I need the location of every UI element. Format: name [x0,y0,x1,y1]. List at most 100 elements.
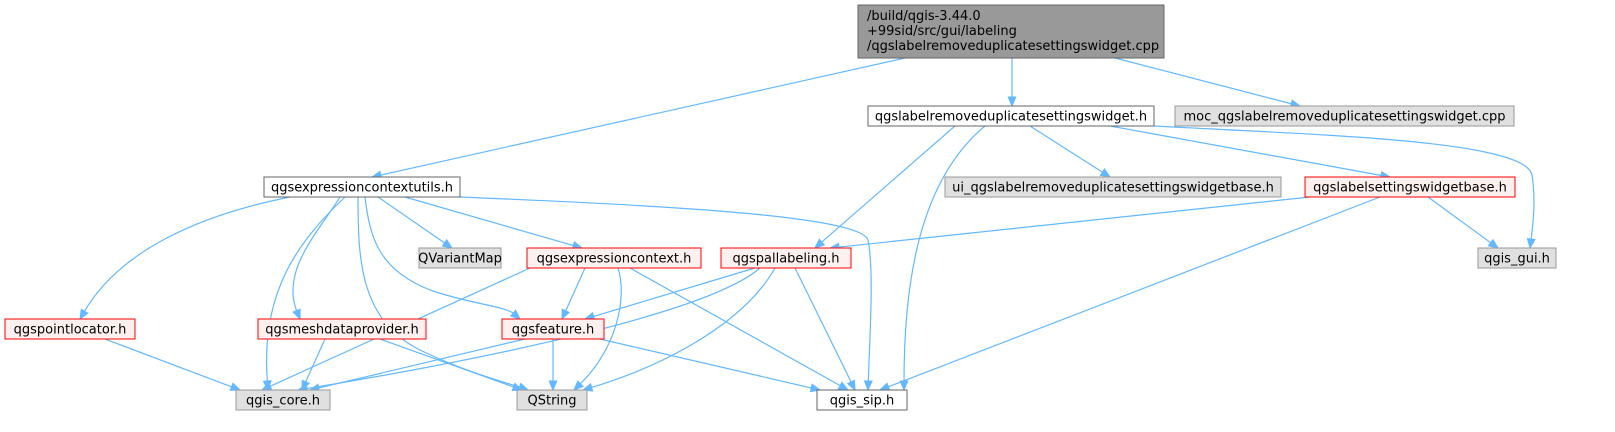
node-label: qgis_core.h [246,394,320,409]
node-qgis-gui-h[interactable]: qgis_gui.h [1477,247,1557,269]
node-qgis-core-h[interactable]: qgis_core.h [235,389,331,411]
edge-line [459,196,872,383]
node-qstring[interactable]: QString [516,389,588,411]
edge-pointlocator_h-to-qgis_core_h [104,338,242,391]
edge-exprctxutils_h-to-qgis_sip_h [459,196,873,392]
edge-arrowhead [1526,237,1536,250]
edge-arrowhead [581,382,594,392]
edge-line [629,267,842,387]
edge-arrowhead [301,379,311,392]
node-label: +99sid/src/gui/labeling [867,24,1017,39]
edge-line [1427,196,1492,244]
node-box [720,247,852,269]
edge-line [304,338,326,383]
edge-line [592,267,756,318]
edge-line [1109,125,1383,177]
edge-line [1029,125,1104,174]
edge-line [1114,57,1293,105]
edge-arrowhead [561,308,571,321]
node-box [263,176,461,198]
edge-exprctxutils_h-to-qvariantmap [377,196,454,249]
edge-root-to-exprctxutils_h [370,57,906,180]
edge-labelsettingsbase_h-to-pallabeling_h [828,196,1311,252]
node-root[interactable]: /build/qgis-3.44.0+99sid/src/gui/labelin… [857,4,1165,59]
edge-arrowhead [837,381,850,391]
node-box [257,318,427,340]
edge-line [1153,125,1535,241]
node-label: moc_qgslabelremoveduplicatesettingswidge… [1184,110,1506,125]
node-label: qgis_sip.h [830,394,894,409]
edge-labelsettingsbase_h-to-qgis_gui_h [1427,196,1500,249]
edge-line [83,196,291,313]
node-box [944,176,1282,198]
edge-line [364,196,515,315]
edge-line [379,57,906,176]
node-label: QString [527,394,576,409]
edge-exprctx_h-to-qgis_sip_h [629,267,850,391]
node-layer: /build/qgis-3.44.0+99sid/src/gui/labelin… [4,4,1557,411]
edge-line [887,196,1381,388]
node-pointlocator-h[interactable]: qgspointlocator.h [4,318,136,340]
edge-widget_h-to-ui_base_h [1029,125,1112,178]
edge-arrowhead [1487,238,1500,249]
edge-line [820,125,956,244]
node-label: QVariantMap [418,252,502,267]
node-meshdataprovider-h[interactable]: qgsmeshdataprovider.h [257,318,427,340]
edge-widget_h-to-qgis_gui_h [1153,125,1536,250]
edge-line [837,196,1311,248]
edge-pallabeling_h-to-qstring [581,267,776,392]
node-box [526,247,702,269]
edge-meshdataprovider_h-to-qgis_core_h [301,338,326,392]
node-feature-h[interactable]: qgsfeature.h [501,318,605,340]
edge-pallabeling_h-to-feature_h [583,267,756,321]
edge-exprctxutils_h-to-exprctx_h [404,196,584,250]
node-widget-h[interactable]: qgslabelremoveduplicatesettingswidget.h [867,105,1155,127]
edge-arrowhead [79,308,89,321]
edge-exprctx_h-to-feature_h [561,267,586,321]
node-box [1477,247,1557,269]
edge-arrowhead [573,380,584,391]
node-box [235,389,331,411]
edge-exprctxutils_h-to-meshdataprovider_h [292,196,341,321]
edge-line [599,338,813,389]
node-label: qgsmeshdataprovider.h [265,323,419,338]
node-pallabeling-h[interactable]: qgspallabeling.h [720,247,852,269]
edge-line [265,196,346,383]
node-label: qgsfeature.h [512,323,595,338]
node-exprctx-h[interactable]: qgsexpressioncontext.h [526,247,702,269]
edge-line [404,196,575,247]
node-label: qgis_gui.h [1484,252,1550,267]
node-moc-cpp[interactable]: moc_qgslabelremoveduplicatesettingswidge… [1174,105,1515,127]
node-labelsettingsbase-h[interactable]: qgslabelsettingswidgetbase.h [1304,176,1516,198]
edge-line [357,196,521,388]
edge-exprctxutils_h-to-pointlocator_h [79,196,291,321]
node-label: /build/qgis-3.44.0 [867,9,981,24]
edge-arrowhead [441,238,454,249]
node-label: qgsexpressioncontext.h [537,252,692,267]
node-qvariantmap[interactable]: QVariantMap [418,247,502,269]
node-label: qgslabelremoveduplicatesettingswidget.h [875,110,1147,125]
edge-line [377,196,446,244]
edge-line [317,338,526,389]
edge-line [903,125,986,383]
edge-arrowhead [814,238,826,249]
edge-root-to-widget_h [1007,58,1017,108]
edge-arrowhead [878,382,891,391]
node-exprctxutils-h[interactable]: qgsexpressioncontextutils.h [263,176,461,198]
edge-arrowhead [863,380,873,392]
node-label: qgslabelsettingswidgetbase.h [1313,181,1507,196]
node-label: qgsexpressioncontextutils.h [271,181,453,196]
edge-arrowhead [509,309,521,320]
node-box [501,318,605,340]
node-box [867,105,1155,127]
node-ui-base-h[interactable]: ui_qgslabelremoveduplicatesettingswidget… [944,176,1282,198]
node-qgis-sip-h[interactable]: qgis_sip.h [816,389,908,411]
edge-line [794,267,853,384]
node-box [4,318,136,340]
edge-layer [79,57,1536,393]
node-box [816,389,908,411]
edge-arrowhead [1099,168,1112,178]
edge-feature_h-to-qgis_sip_h [599,338,822,393]
node-box [418,247,502,269]
